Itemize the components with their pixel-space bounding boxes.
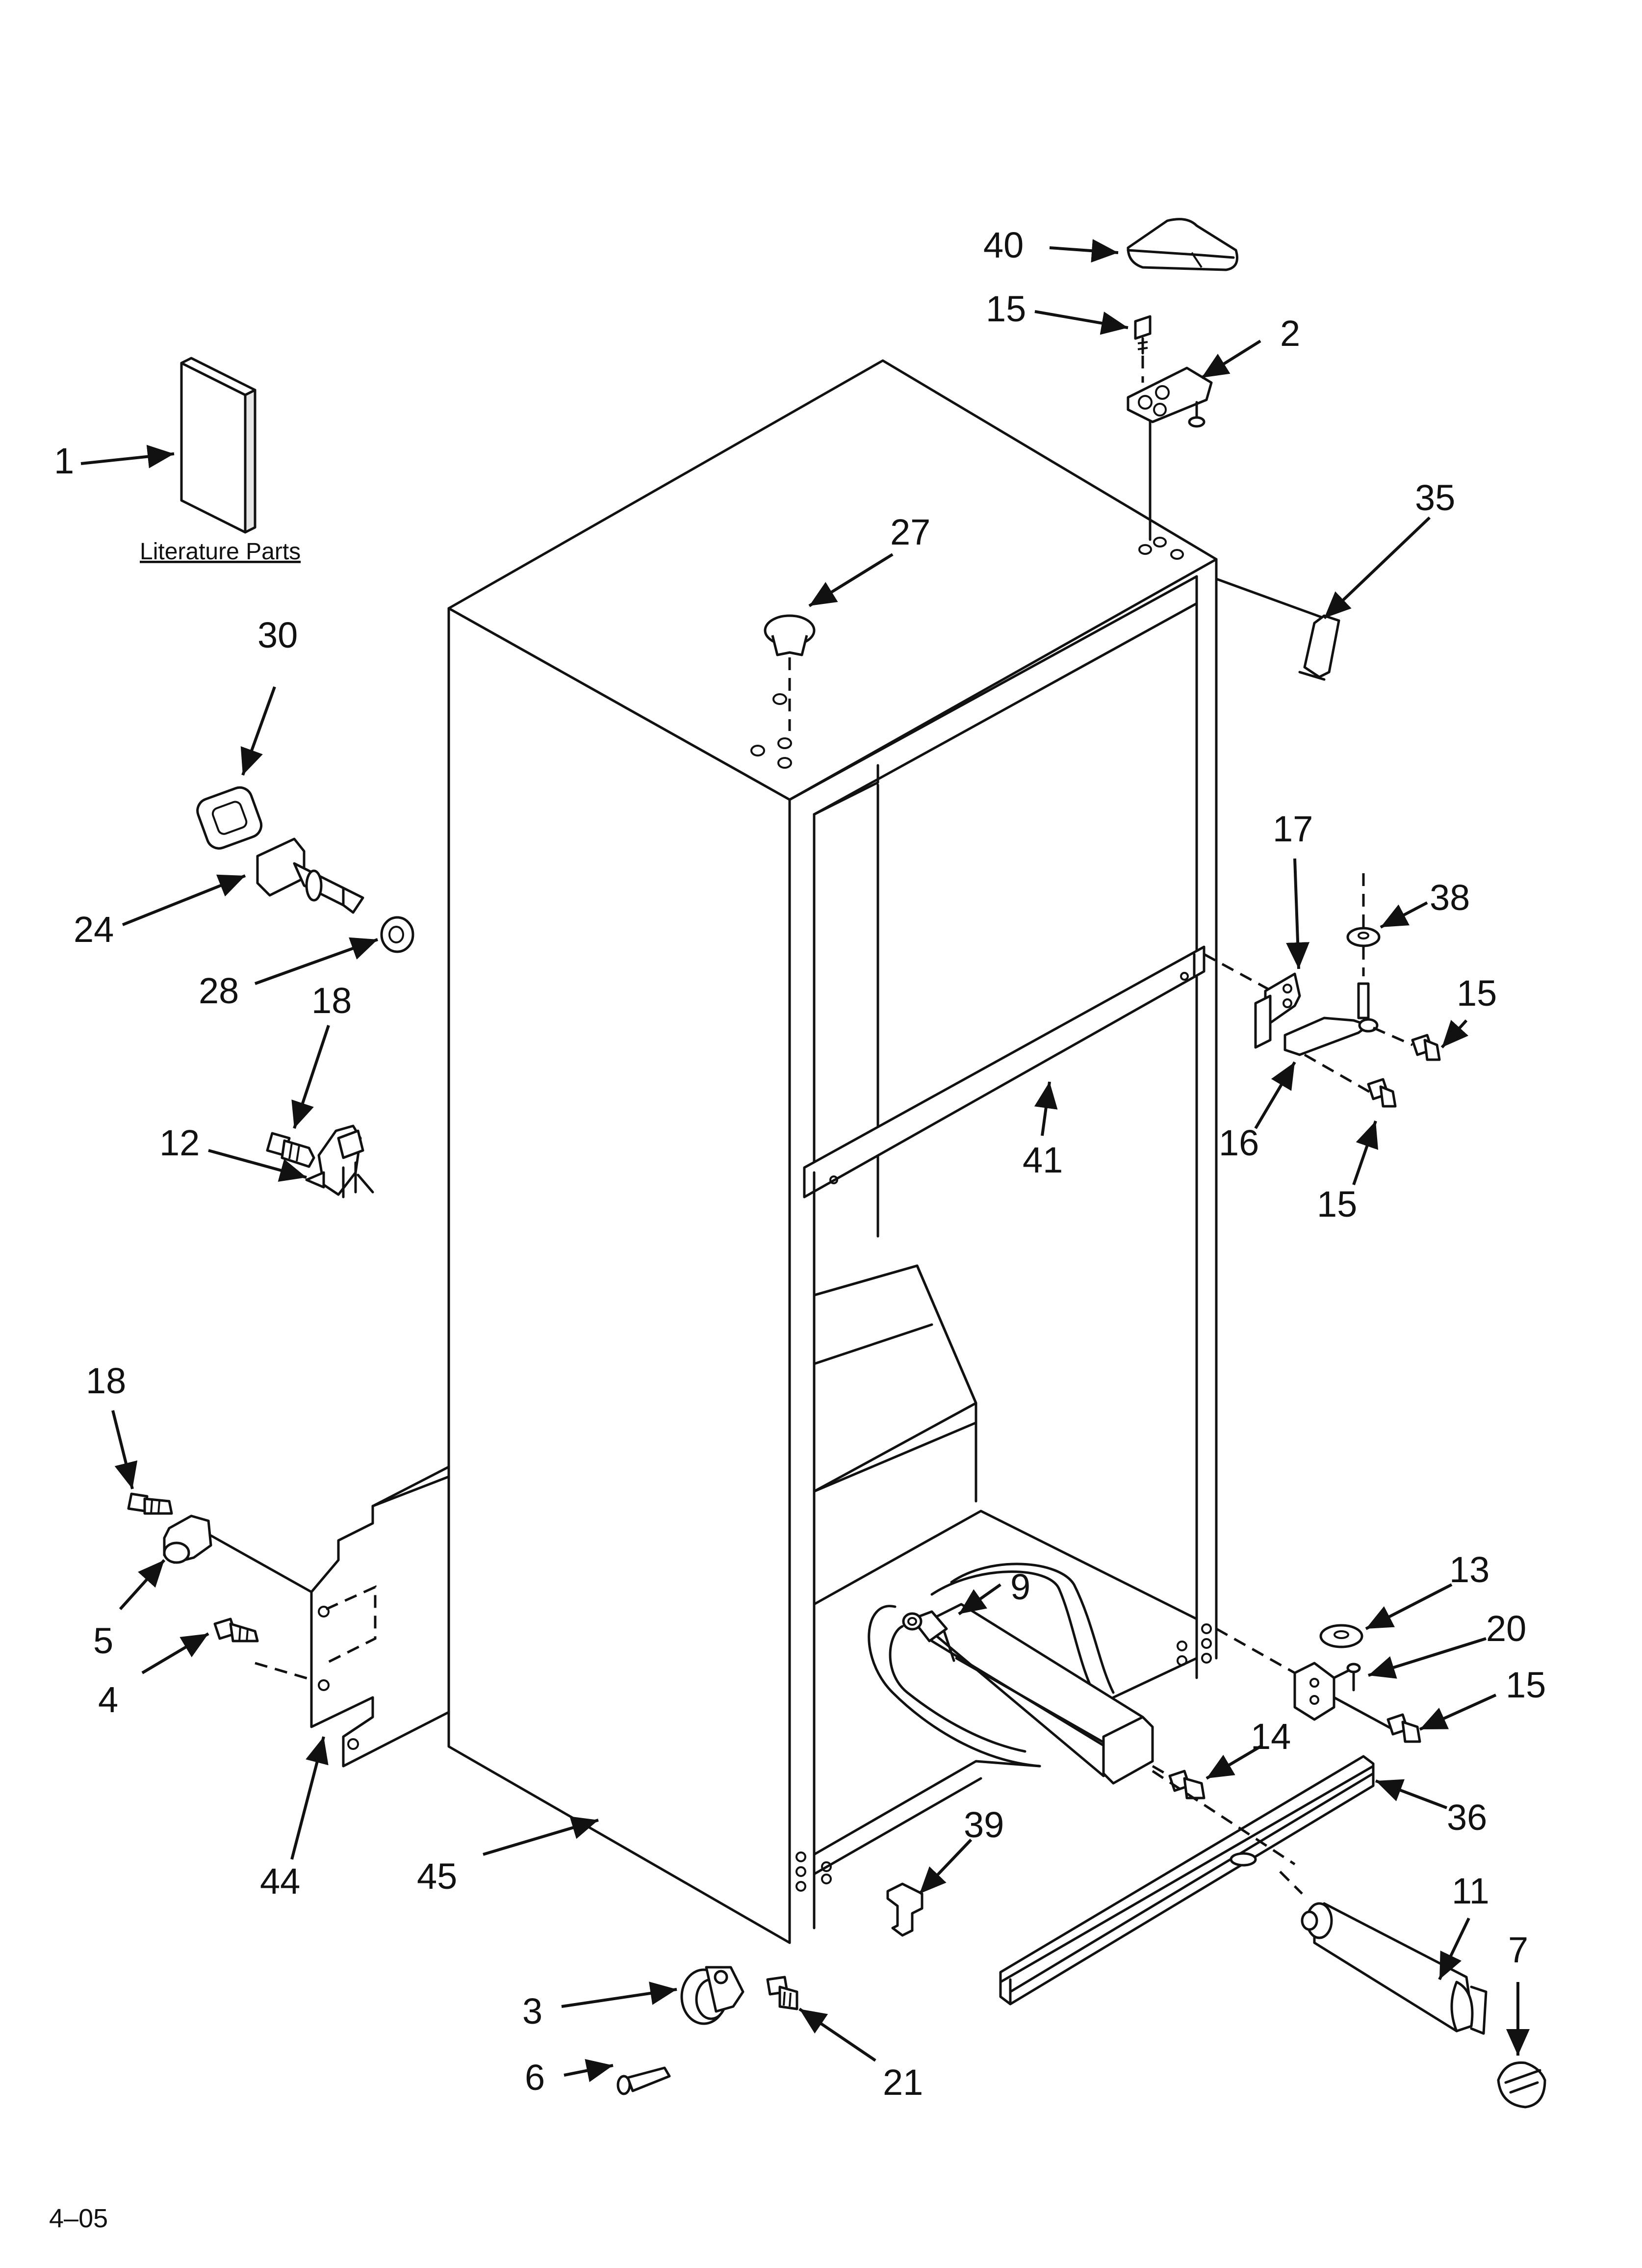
callout-38: 38: [1430, 877, 1470, 918]
top-hole-icon: [1138, 544, 1152, 555]
callout-7: 7: [1508, 1929, 1528, 1970]
callout-leaders: [80, 239, 1530, 2083]
handle-shaft: [256, 837, 364, 914]
callout-5: 5: [93, 1620, 113, 1661]
screw-4: [213, 1617, 259, 1642]
filter-cap-7: [1497, 2061, 1546, 2109]
callout-17: 17: [1273, 808, 1313, 849]
callout-18: 18: [311, 980, 352, 1021]
callout-36: 36: [1447, 1797, 1487, 1838]
callout-15: 15: [1457, 973, 1497, 1014]
screw-21: [766, 1976, 798, 2010]
bottom-hinge-5: [163, 1514, 313, 1593]
callout-labels: 40 15 2 1 35 27 30 17 38 15 24 28 18 12 …: [54, 225, 1546, 2103]
callout-28: 28: [199, 970, 239, 1011]
handle-nut: [380, 916, 414, 953]
callout-20: 20: [1486, 1608, 1526, 1649]
literature-parts-booklet: [180, 357, 257, 534]
callout-4: 4: [98, 1679, 118, 1720]
callout-40: 40: [983, 225, 1024, 265]
callout-15: 15: [986, 288, 1026, 329]
revision-code: 4–05: [49, 2204, 108, 2233]
callout-41: 41: [1023, 1140, 1063, 1180]
literature-parts-label: Literature Parts: [140, 539, 301, 565]
callout-15: 15: [1317, 1184, 1357, 1225]
callout-18: 18: [86, 1360, 126, 1401]
callout-12: 12: [159, 1122, 200, 1163]
center-hinge-16: [1283, 982, 1413, 1095]
callout-2: 2: [1280, 313, 1300, 354]
leveler-roller-3: [680, 1966, 744, 2025]
top-hole-icon: [1170, 549, 1184, 560]
center-hinge-17: [1203, 953, 1301, 1049]
hinge-screw: [1134, 315, 1152, 355]
hinge-cover: [1127, 218, 1238, 271]
callout-6: 6: [525, 2057, 545, 2098]
callout-3: 3: [522, 1991, 542, 2032]
callout-45: 45: [417, 1856, 457, 1897]
top-hinge: [1127, 356, 1213, 541]
callout-14: 14: [1251, 1716, 1291, 1757]
water-filter-11: [1301, 1902, 1488, 2035]
screw-18-upper: [266, 1132, 315, 1168]
callout-44: 44: [260, 1861, 300, 1902]
screw-15-right-b: [1367, 1078, 1397, 1108]
top-hole-icon: [777, 757, 792, 769]
callout-39: 39: [964, 1804, 1004, 1845]
water-tube-9: [868, 1563, 1154, 1785]
callout-15: 15: [1506, 1665, 1546, 1705]
clip-39: [886, 1882, 924, 1937]
washer-13: [1319, 1624, 1363, 1648]
screw-18-lower: [127, 1492, 173, 1515]
callout-9: 9: [1010, 1566, 1030, 1607]
callout-13: 13: [1449, 1549, 1489, 1590]
top-hole-icon: [777, 737, 792, 749]
callout-16: 16: [1219, 1122, 1259, 1163]
plug-button: [764, 614, 816, 731]
screw-15-lower: [1386, 1713, 1421, 1743]
top-hole-icon: [772, 693, 787, 705]
base-grille-36: [999, 1755, 1375, 2006]
callout-35: 35: [1415, 477, 1455, 518]
callout-1: 1: [54, 441, 74, 481]
cabinet-body: [447, 359, 1218, 1944]
callout-30: 30: [257, 615, 298, 655]
lower-back-panel: [255, 1465, 450, 1768]
screw-15-right-a: [1411, 1034, 1441, 1061]
washer-38: [1346, 873, 1381, 976]
screw-14: [1152, 1765, 1206, 1799]
roller-pin-6: [616, 2066, 671, 2095]
hinge-bracket-12: [305, 1124, 374, 1199]
handle-gasket: [196, 786, 263, 850]
top-hole-icon: [750, 745, 765, 756]
callout-24: 24: [74, 909, 114, 950]
callout-27: 27: [890, 512, 930, 552]
center-divider-bar: [803, 945, 1206, 1199]
callout-11: 11: [1452, 1871, 1489, 1911]
top-hole-icon: [1153, 537, 1167, 547]
hinge-shim: [1215, 577, 1340, 681]
bottom-hinge-20: [1215, 1627, 1394, 1731]
callout-21: 21: [883, 2062, 923, 2103]
